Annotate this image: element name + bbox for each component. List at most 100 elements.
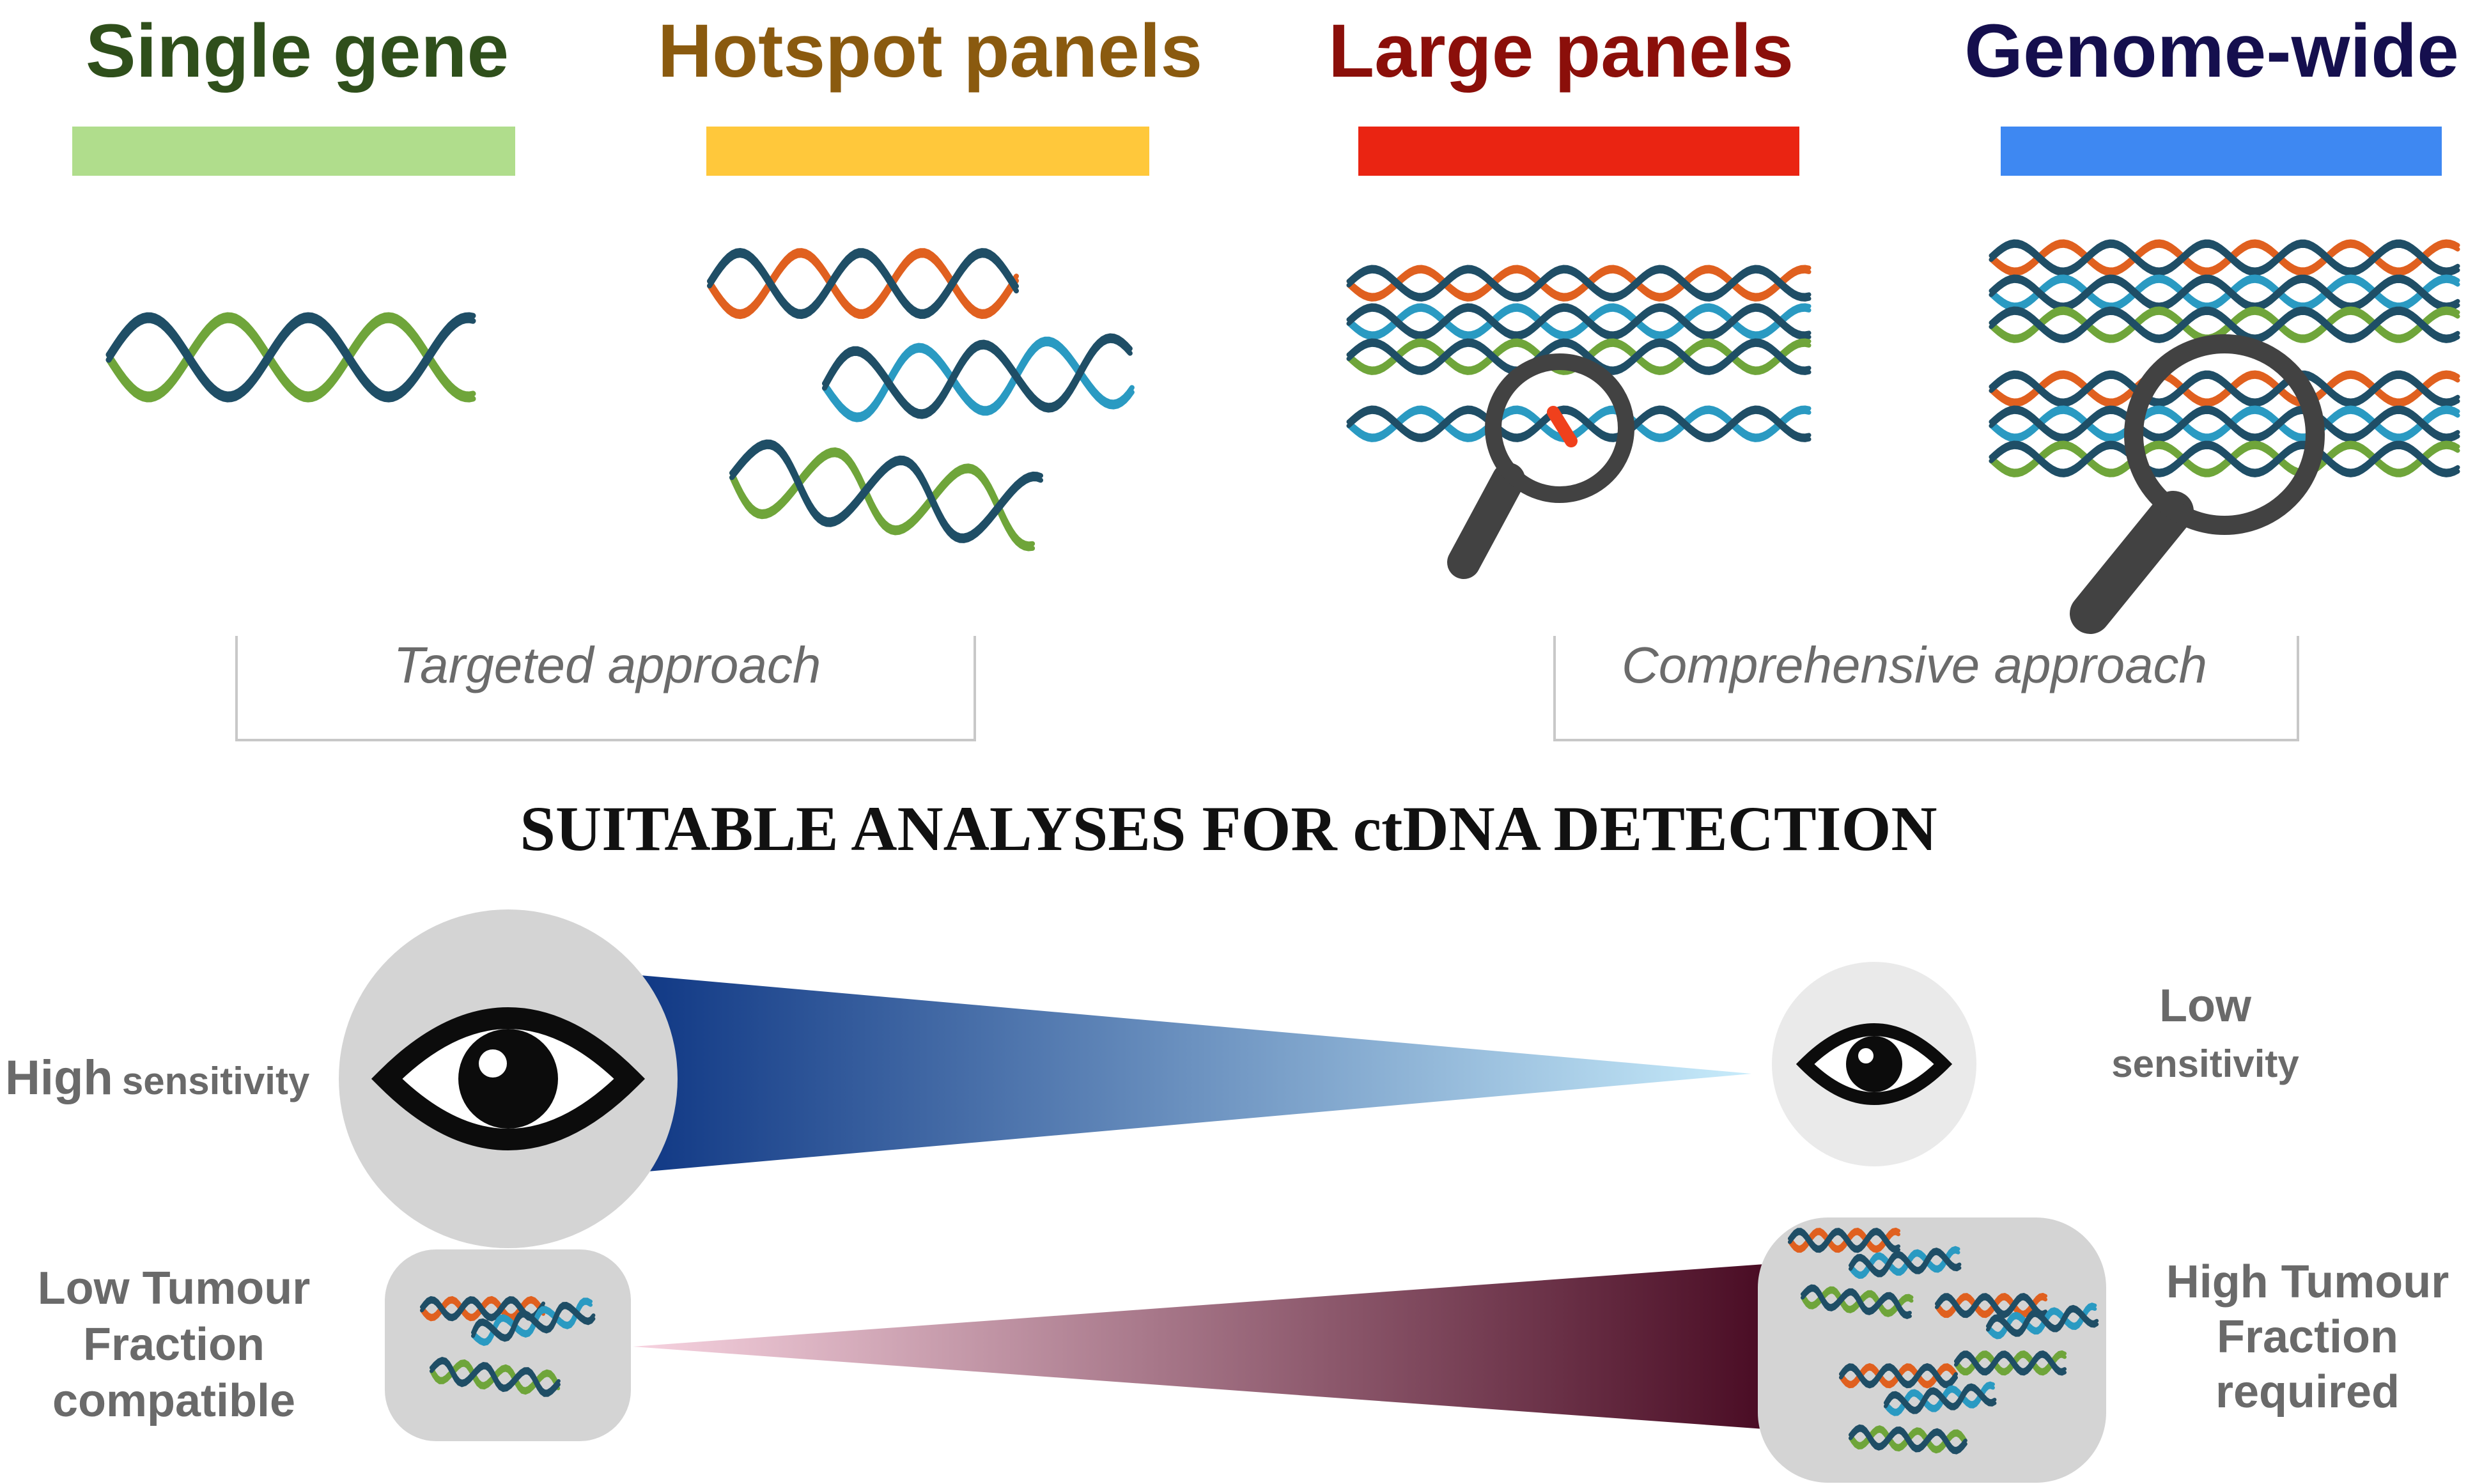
targeted-approach-bracket: Targeted approach bbox=[235, 636, 976, 741]
label-line: Low Tumour bbox=[38, 1263, 311, 1314]
label-line: required bbox=[2215, 1366, 2400, 1418]
low-tumour-fraction-label: Low Tumour Fraction compatible bbox=[38, 1263, 311, 1426]
dna-strand bbox=[105, 312, 476, 398]
sensitivity-wedge bbox=[633, 975, 1751, 1173]
dna-strand bbox=[1989, 239, 2460, 272]
category-bar bbox=[72, 127, 515, 176]
dna-strand bbox=[1935, 1292, 2047, 1315]
dna-strand bbox=[1989, 440, 2460, 474]
dna-helix-icon bbox=[105, 312, 476, 403]
dna-strand bbox=[1788, 1227, 1900, 1250]
dna-strand bbox=[1989, 374, 2460, 407]
dna-strand bbox=[1989, 274, 2460, 307]
category-single-gene: Single gene bbox=[72, 9, 515, 176]
category-label: Hotspot panels bbox=[658, 9, 1202, 93]
category-large-panels: Large panels bbox=[1328, 9, 1799, 176]
dna-strand bbox=[1849, 1248, 1962, 1274]
high-fraction-box bbox=[1758, 1217, 2106, 1483]
dna-strand bbox=[1849, 1428, 1967, 1455]
dna-strand bbox=[1346, 303, 1812, 336]
tumour-fraction-wedge bbox=[633, 1264, 1764, 1429]
label-line: compatible bbox=[52, 1375, 295, 1426]
dna-strand bbox=[1346, 268, 1812, 302]
low-fraction-box bbox=[385, 1249, 631, 1441]
label-line: Fraction bbox=[83, 1319, 265, 1370]
dna-helix-icon bbox=[1989, 239, 2460, 477]
dna-strand bbox=[1884, 1386, 1997, 1414]
category-label: Single gene bbox=[86, 9, 509, 93]
diagram-title: SUITABLE ANALYSES FOR ctDNA DETECTION bbox=[520, 793, 1937, 864]
dna-strand bbox=[729, 439, 1043, 539]
targeted-approach-label: Targeted approach bbox=[394, 637, 821, 693]
category-bar bbox=[2001, 127, 2442, 176]
dna-helix-icon bbox=[1346, 265, 1812, 442]
dna-strand bbox=[1989, 310, 2460, 343]
dna-strand bbox=[1346, 307, 1812, 340]
category-bar bbox=[706, 127, 1149, 176]
dna-strand bbox=[1989, 278, 2460, 311]
dna-strand bbox=[1989, 440, 2460, 474]
dna-strand bbox=[1954, 1350, 2067, 1373]
dna-strand bbox=[1989, 243, 2460, 276]
dna-strand bbox=[1839, 1363, 1958, 1386]
category-bar bbox=[1358, 127, 1799, 176]
dna-strand bbox=[1989, 310, 2460, 343]
dna-strand bbox=[105, 317, 476, 403]
dna-strand bbox=[707, 247, 1019, 314]
dna-strand bbox=[1346, 405, 1812, 438]
category-hotspot-panels: Hotspot panels bbox=[658, 9, 1202, 176]
dna-strand bbox=[1986, 1308, 2099, 1337]
dna-helix-icon bbox=[1788, 1227, 2099, 1455]
dna-strand bbox=[1849, 1251, 1962, 1278]
dna-strand bbox=[1884, 1383, 1997, 1411]
dna-strand bbox=[729, 452, 1036, 552]
dna-strand bbox=[1989, 444, 2460, 477]
dna-strand bbox=[1989, 370, 2460, 403]
dna-strand bbox=[1989, 405, 2460, 438]
category-label: Genome-wide bbox=[1964, 9, 2459, 93]
dna-strand bbox=[1801, 1288, 1912, 1319]
mutation-mark bbox=[1547, 406, 1578, 447]
dna-strand bbox=[1989, 409, 2460, 442]
eye-icon bbox=[1796, 1023, 1953, 1105]
dna-strand bbox=[1346, 342, 1812, 375]
eye-icon bbox=[371, 1007, 646, 1150]
dna-strand bbox=[1989, 444, 2460, 477]
dna-strand bbox=[1346, 338, 1812, 371]
dna-strand bbox=[1989, 409, 2460, 442]
dna-strand bbox=[1989, 405, 2460, 438]
category-genome-wide: Genome-wide bbox=[1964, 9, 2459, 176]
dna-strand bbox=[1989, 239, 2460, 272]
dna-strand bbox=[822, 337, 1133, 419]
dna-strand bbox=[1954, 1354, 2067, 1376]
dna-strand bbox=[1989, 374, 2460, 407]
dna-strand bbox=[420, 1295, 545, 1318]
dna-strand bbox=[1346, 409, 1812, 442]
dna-strand bbox=[471, 1301, 596, 1339]
dna-strand bbox=[1989, 306, 2460, 339]
dna-strand bbox=[1989, 274, 2460, 307]
dna-strand bbox=[1989, 306, 2460, 339]
dna-strand bbox=[729, 444, 1043, 543]
dna-strand bbox=[1788, 1231, 1900, 1253]
dna-strand bbox=[707, 252, 1019, 320]
dna-strand bbox=[707, 252, 1019, 320]
dna-strand bbox=[1989, 243, 2460, 276]
dna-strand bbox=[1986, 1304, 2099, 1334]
dna-strand bbox=[430, 1360, 561, 1397]
high-tumour-fraction-label: High Tumour Fraction required bbox=[2166, 1256, 2449, 1418]
category-label: Large panels bbox=[1328, 9, 1794, 93]
low-sensitivity-suffix: sensitivity bbox=[2111, 1042, 2299, 1085]
low-sensitivity-word: Low bbox=[2159, 980, 2252, 1032]
dna-strand bbox=[1346, 265, 1812, 298]
dna-strand bbox=[471, 1305, 596, 1342]
label-line: High Tumour bbox=[2166, 1256, 2449, 1308]
dna-strand bbox=[105, 317, 476, 403]
magnifier-icon bbox=[1447, 353, 1634, 579]
dna-strand bbox=[1935, 1296, 2047, 1318]
dna-helix-icon bbox=[420, 1295, 596, 1397]
dna-strand bbox=[105, 312, 476, 398]
label-line: Fraction bbox=[2217, 1311, 2398, 1363]
